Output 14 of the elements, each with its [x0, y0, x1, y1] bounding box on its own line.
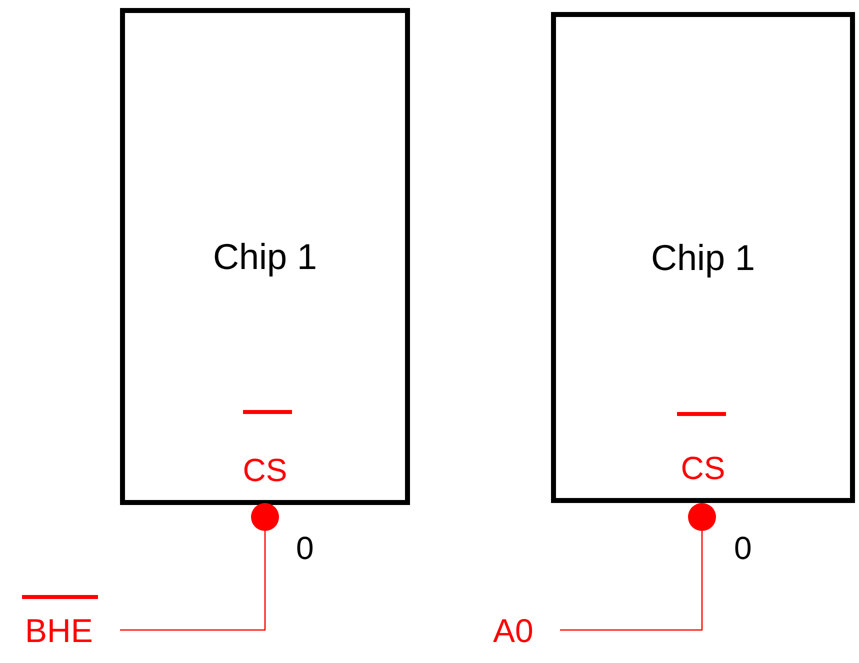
- pin-label: CS: [242, 454, 288, 486]
- signal-wire: [560, 531, 703, 631]
- chip-box: [551, 12, 855, 503]
- signal-wire: [120, 531, 266, 631]
- pin-value: 0: [734, 532, 752, 564]
- pin-label: CS: [680, 452, 726, 484]
- chip-name: Chip 1: [650, 236, 756, 278]
- connection-dot: [251, 503, 279, 531]
- chip-name: Chip 1: [212, 236, 318, 278]
- connection-dot: [688, 503, 716, 531]
- pin-value: 0: [296, 532, 314, 564]
- signal-label: BHE: [25, 612, 120, 650]
- chip-box: [120, 8, 410, 505]
- signal-label: A0: [493, 612, 560, 650]
